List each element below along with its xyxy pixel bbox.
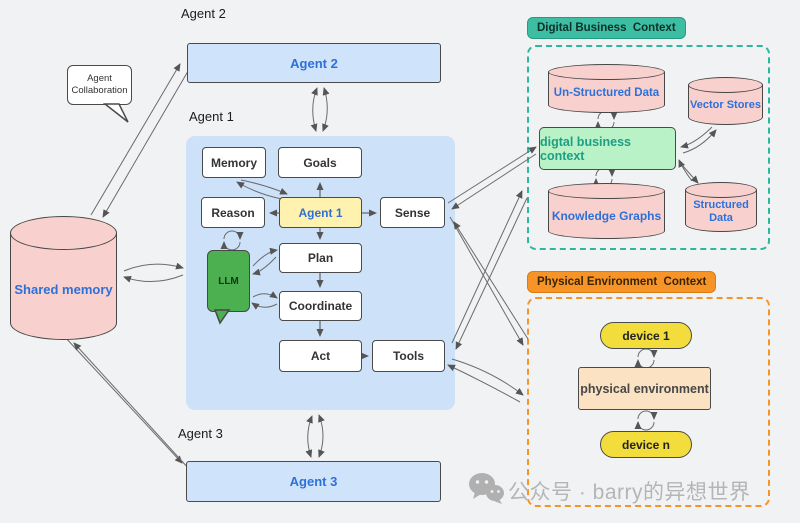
- structured-data-label: Structured Data: [693, 198, 749, 224]
- vector-stores-label: Vector Stores: [690, 99, 761, 112]
- digital-business-context-node: digtal business context: [539, 127, 676, 170]
- cylinder-body: [548, 191, 665, 239]
- cylinder-top: [10, 216, 117, 250]
- memory-node: Memory: [202, 147, 266, 178]
- tools-node: Tools: [372, 340, 445, 372]
- goals-node: Goals: [278, 147, 362, 178]
- knowledge-graphs-label: Knowledge Graphs: [551, 208, 662, 223]
- vector-stores-cylinder: Vector Stores: [688, 77, 763, 125]
- physical-environment-node: physical environment: [578, 367, 711, 410]
- agent2-section-label: Agent 2: [181, 6, 226, 21]
- cylinder-top: [548, 64, 665, 80]
- structured-data-cylinder: Structured Data: [685, 182, 757, 232]
- arrow-sharedmemory-agent3: [63, 335, 191, 471]
- cylinder-top: [688, 77, 763, 93]
- wechat-icon: [469, 473, 504, 504]
- arrow-agent2-panel: [310, 87, 330, 132]
- sense-node: Sense: [380, 197, 445, 228]
- shared-memory-label: Shared memory: [14, 281, 113, 297]
- reason-node: Reason: [201, 197, 265, 228]
- cylinder-top: [548, 183, 665, 199]
- cylinder-body: [10, 233, 117, 340]
- agent2-node: Agent 2: [187, 43, 441, 83]
- plan-node: Plan: [279, 243, 362, 273]
- arrow-tools-physical: [447, 358, 524, 403]
- agent1-section-label: Agent 1: [189, 109, 234, 124]
- agent3-node: Agent 3: [186, 461, 441, 502]
- unstructured-data-cylinder: Un-Structured Data: [548, 64, 665, 113]
- arrow-sense-physical: [449, 216, 529, 346]
- shared-memory-cylinder: Shared memory: [10, 216, 117, 340]
- deviceN-node: device n: [600, 431, 692, 458]
- arrow-sense-digital: [447, 146, 537, 210]
- arrow-sharedmemory-panel: [123, 262, 184, 283]
- speech-bubble-tail: [102, 103, 129, 123]
- cylinder-top: [685, 182, 757, 198]
- arrow-tools-digital: [451, 190, 528, 350]
- coordinate-node: Coordinate: [279, 291, 362, 321]
- physical-context-container: [527, 297, 770, 507]
- knowledge-graphs-cylinder: Knowledge Graphs: [548, 183, 665, 239]
- act-node: Act: [279, 340, 362, 372]
- physical-context-title: Physical Environment Context: [527, 271, 717, 293]
- agent-collaboration-note: Agent Collaboration: [67, 65, 132, 105]
- agent3-section-label: Agent 3: [178, 426, 223, 441]
- agent1-node: Agent 1: [279, 197, 362, 228]
- arrow-agent3-panel: [305, 414, 325, 458]
- digital-context-title: Digital Business Context: [527, 17, 686, 39]
- device1-node: device 1: [600, 322, 692, 349]
- unstructured-data-label: Un-Structured Data: [553, 86, 660, 99]
- watermark-text: 公众号 · barry的异想世界: [508, 481, 751, 504]
- llm-bubble-tail: [213, 309, 231, 325]
- llm-node: LLM: [207, 250, 250, 312]
